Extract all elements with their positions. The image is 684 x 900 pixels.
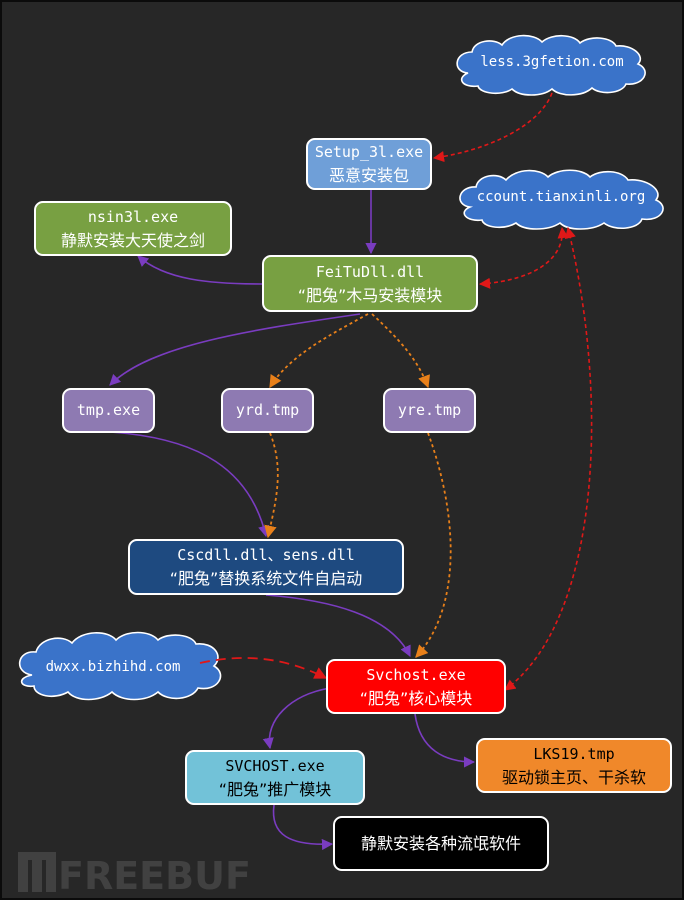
watermark-logo-block bbox=[18, 852, 28, 892]
node-description: 驱动锁主页、干杀软 bbox=[501, 767, 646, 787]
watermark-logo-block bbox=[46, 852, 56, 892]
node-description: “肥兔”核心模块 bbox=[359, 688, 473, 708]
freebuf-watermark: FREEBUF bbox=[18, 852, 251, 898]
edge-feitu-to-yre bbox=[371, 313, 430, 389]
node-filename: Setup_3l.exe bbox=[314, 143, 424, 161]
node-description: 静默安装各种流氓软件 bbox=[360, 834, 521, 853]
edge-svc2-to-silent bbox=[272, 804, 334, 851]
watermark-logo-block bbox=[32, 852, 42, 892]
node-description: “肥兔”替换系统文件自启动 bbox=[169, 569, 363, 588]
edge-cscdll-to-svchost bbox=[265, 594, 411, 658]
edge-svchost-to-lks bbox=[414, 713, 476, 768]
cloud-less-3gfetion: less.3gfetion.com bbox=[456, 34, 646, 96]
node-description: “肥兔”推广模块 bbox=[218, 779, 332, 799]
node-filename: Cscdll.dll、sens.dll bbox=[177, 546, 355, 564]
node-description: 静默安装大天使之剑 bbox=[60, 230, 205, 250]
node-setup: Setup_3l.exe 恶意安装包 bbox=[306, 138, 432, 190]
node-yrd: yrd.tmp bbox=[221, 388, 314, 433]
cloud-dwxx-bizhihd: dwxx.bizhihd.com bbox=[18, 631, 222, 701]
cloud-label: ccount.tianxinli.org bbox=[477, 189, 646, 205]
cloud-label: less.3gfetion.com bbox=[480, 54, 623, 70]
edge-feitu-ccount bbox=[478, 226, 569, 289]
edge-feitu-to-tmp bbox=[109, 313, 361, 386]
node-silent: 静默安装各种流氓软件 bbox=[333, 816, 549, 871]
node-description: 恶意安装包 bbox=[328, 166, 409, 185]
watermark-logo-block bbox=[18, 852, 56, 860]
node-feitu: FeiTuDll.dll “肥兔”木马安装模块 bbox=[262, 255, 478, 312]
edge-svchost-to-svc2 bbox=[262, 687, 331, 750]
node-filename: tmp.exe bbox=[76, 401, 141, 419]
edge-feitu-to-nsin bbox=[137, 255, 263, 285]
node-filename: FeiTuDll.dll bbox=[315, 262, 425, 281]
node-lks: LKS19.tmp 驱动锁主页、干杀软 bbox=[476, 738, 672, 793]
node-filename: Svchost.exe bbox=[366, 665, 466, 684]
node-nsin: nsin3l.exe 静默安装大天使之剑 bbox=[34, 201, 232, 256]
cloud-shape bbox=[456, 34, 646, 96]
edge-dwxx-to-svchost bbox=[199, 657, 328, 679]
node-yre: yre.tmp bbox=[383, 388, 476, 433]
cloud-shape bbox=[459, 169, 664, 230]
edge-less-to-setup bbox=[432, 92, 553, 163]
node-filename: nsin3l.exe bbox=[87, 207, 179, 226]
node-svc2: SVCHOST.exe “肥兔”推广模块 bbox=[185, 750, 365, 805]
edge-yre-to-svchost bbox=[415, 432, 452, 658]
node-filename: yre.tmp bbox=[397, 401, 462, 419]
node-tmp: tmp.exe bbox=[62, 388, 155, 433]
watermark-text: FREEBUF bbox=[58, 854, 251, 898]
edge-svchost-ccount bbox=[504, 226, 593, 691]
cloud-ccount-tianxinli: ccount.tianxinli.org bbox=[459, 169, 664, 230]
edge-feitu-to-yrd bbox=[269, 313, 369, 389]
node-description: “肥兔”木马安装模块 bbox=[297, 285, 443, 305]
node-filename: yrd.tmp bbox=[235, 401, 300, 419]
cloud-shape bbox=[18, 631, 222, 701]
node-cscdll: Cscdll.dll、sens.dll “肥兔”替换系统文件自启动 bbox=[128, 539, 404, 595]
node-filename: SVCHOST.exe bbox=[225, 756, 325, 775]
node-svchost: Svchost.exe “肥兔”核心模块 bbox=[326, 659, 506, 714]
edge-yrd-to-cscdll bbox=[264, 432, 279, 539]
edge-tmp-to-cscdll bbox=[109, 431, 270, 538]
cloud-label: dwxx.bizhihd.com bbox=[46, 659, 181, 675]
node-filename: LKS19.tmp bbox=[533, 744, 615, 763]
